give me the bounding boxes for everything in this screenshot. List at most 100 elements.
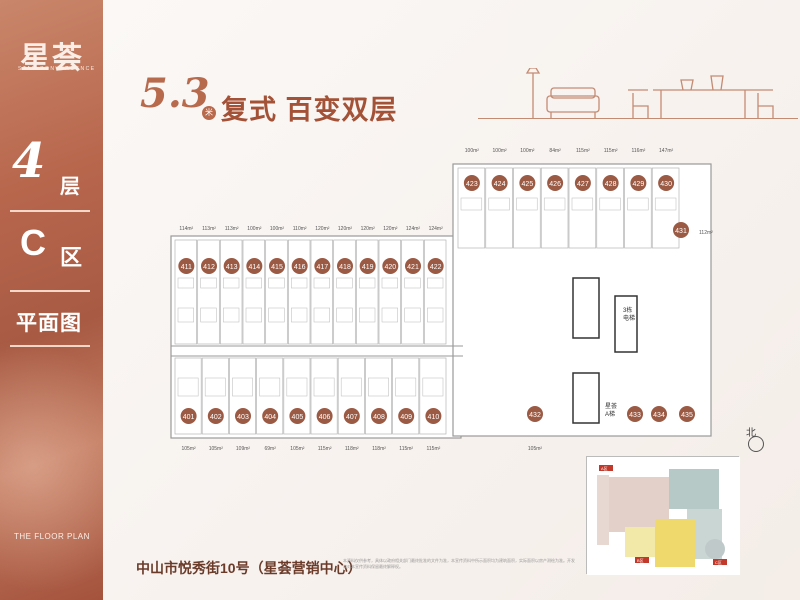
unit-fixture — [381, 307, 398, 323]
unit-badge — [382, 258, 399, 274]
headline-number: 5.3 — [140, 70, 210, 117]
unit-fixture — [368, 377, 389, 397]
unit-cell — [540, 167, 569, 249]
unit-number: 432 — [529, 412, 541, 419]
unit-cell — [283, 357, 311, 435]
unit-badge — [359, 258, 376, 274]
unit-cell — [624, 167, 652, 249]
unit-area: 113m² — [225, 226, 239, 232]
unit-fixture — [268, 307, 285, 323]
unit-area: 116m² — [631, 148, 645, 154]
unit-badge — [291, 258, 308, 274]
unit-fixture — [336, 307, 353, 323]
unit-badge — [178, 258, 195, 274]
unit-number: 423 — [466, 181, 478, 188]
unit-fixture — [204, 377, 226, 397]
unit-fixture — [223, 277, 240, 289]
core-label: A梯 — [605, 410, 615, 418]
unit-fixture — [460, 197, 483, 211]
unit-cell — [310, 239, 334, 345]
unit-area: 118m² — [345, 446, 359, 452]
unit-number: 427 — [577, 181, 589, 188]
unit-number: 426 — [549, 181, 561, 188]
unit-cell — [337, 357, 365, 435]
unit-cell — [568, 167, 597, 249]
zone-letter: C — [20, 222, 46, 263]
unit-area: 113m² — [202, 226, 216, 232]
unit-fixture — [232, 377, 253, 397]
unit-fixture — [286, 377, 308, 397]
unit-cell — [365, 357, 392, 435]
unit-badge — [427, 258, 444, 274]
address: 中山市悦秀街10号（星荟营销中心） — [136, 560, 362, 576]
unit-badge — [463, 175, 480, 191]
unit-number: 425 — [522, 181, 534, 188]
unit-cell — [401, 239, 424, 345]
unit-cell — [219, 239, 243, 345]
unit-badge — [180, 408, 197, 424]
unit-cell — [651, 167, 680, 249]
unit-badge — [425, 408, 442, 424]
unit-fixture — [627, 197, 649, 211]
unit-number: 419 — [362, 264, 374, 271]
unit-area: 120m² — [315, 226, 330, 232]
unit-fixture — [359, 277, 376, 289]
unit-area: 120m² — [361, 226, 376, 232]
minimap-marker-b — [635, 557, 649, 563]
zone-unit: 区 — [60, 245, 83, 270]
unit-area: 100m² — [493, 148, 508, 154]
unit-badge — [547, 175, 564, 191]
unit-fixture — [404, 307, 421, 323]
unit-cell — [392, 357, 420, 435]
unit-cell — [423, 239, 447, 345]
unit-cell — [174, 239, 198, 345]
minimap-label: C区 — [715, 560, 722, 565]
unit-badge — [627, 406, 643, 422]
elevator-shaft — [572, 277, 600, 339]
unit-number: 416 — [294, 264, 306, 271]
north-label: 北 — [746, 428, 756, 439]
unit-number: 433 — [629, 412, 641, 419]
unit-number: 430 — [660, 181, 672, 188]
unit-number: 407 — [346, 414, 358, 421]
unit-area: 124m² — [429, 226, 444, 232]
unit-fixture — [427, 307, 444, 323]
headline-unit: 米 — [202, 106, 216, 120]
floor-number: 4 — [12, 133, 46, 189]
unit-fixture — [200, 307, 217, 323]
unit-fixture — [427, 277, 444, 289]
brand-logo: 星荟 — [20, 41, 84, 76]
plan-title: 平面图 — [16, 312, 82, 335]
unit-number: 428 — [605, 181, 617, 188]
unit-cell — [485, 167, 513, 249]
unit-fixture — [200, 277, 217, 289]
unit-badge — [405, 258, 421, 274]
brand-logo-en: STAR CONVERGENCE — [18, 66, 96, 72]
unit-cell — [265, 239, 288, 345]
unit-area: 115m² — [576, 148, 590, 154]
unit-fixture — [177, 277, 194, 289]
unit-badge — [262, 408, 279, 424]
minimap-marker-a — [599, 465, 613, 471]
unit-number: 417 — [316, 264, 328, 271]
unit-fixture — [223, 307, 240, 323]
divider — [10, 345, 90, 347]
headline-text: 复式 百变双层 — [221, 95, 398, 125]
unit-number: 411 — [181, 264, 192, 271]
unit-fixture — [245, 307, 262, 323]
unit-area: 112m² — [699, 230, 713, 236]
minimap-label: A区 — [601, 466, 608, 471]
floor-unit: 层 — [60, 176, 80, 198]
unit-cell — [174, 357, 202, 435]
unit-area: 114m² — [179, 226, 193, 232]
unit-fixture — [422, 377, 444, 397]
unit-number: 408 — [373, 414, 385, 421]
unit-area: 109m² — [236, 446, 251, 452]
unit-area: 118m² — [372, 446, 386, 452]
unit-badge — [223, 258, 240, 274]
unit-badge — [371, 408, 387, 424]
unit-area: 110m² — [293, 226, 307, 232]
unit-badge — [673, 222, 689, 238]
unit-cell — [197, 239, 220, 345]
